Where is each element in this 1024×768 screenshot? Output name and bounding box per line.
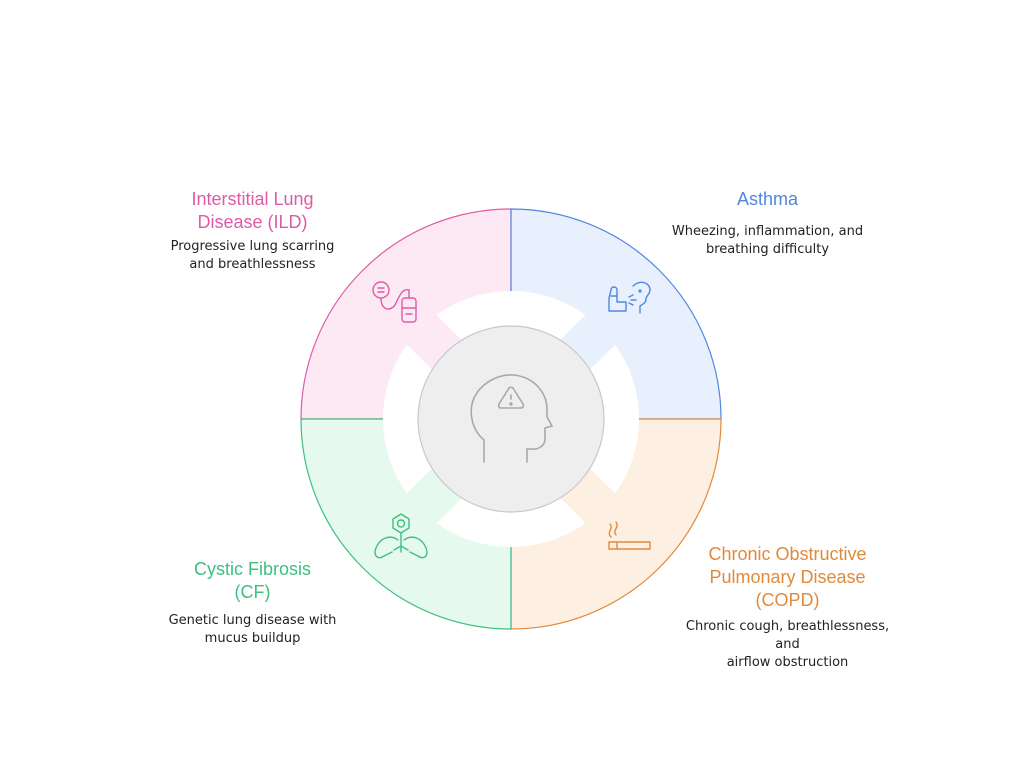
copd-description: Chronic cough, breathlessness, and airfl… <box>680 618 895 672</box>
copd-desc-line-2: and <box>775 637 800 652</box>
copd-title-line-2: Pulmonary Disease <box>709 567 866 587</box>
cigarette-icon <box>608 521 651 550</box>
cf-desc-line-1: Genetic lung disease with <box>168 613 337 628</box>
asthma-desc-line-2: breathing difficulty <box>705 242 830 257</box>
asthma-description: Wheezing, inflammation, and breathing di… <box>655 223 880 259</box>
asthma-title: Asthma <box>655 188 880 211</box>
lungs-cell-icon <box>374 513 428 559</box>
copd-label: Chronic Obstructive Pulmonary Disease (C… <box>680 543 895 672</box>
copd-title-line-3: (COPD) <box>755 590 820 610</box>
head-warning-icon <box>470 374 553 463</box>
cf-title: Cystic Fibrosis (CF) <box>145 558 360 604</box>
ild-desc-line-1: Progressive lung scarring <box>170 239 335 254</box>
cf-description: Genetic lung disease with mucus buildup <box>145 612 360 648</box>
copd-desc-line-3: airflow obstruction <box>726 655 849 670</box>
center-circle <box>417 325 605 513</box>
inner-ring <box>383 291 639 547</box>
inhaler-icon <box>608 281 651 314</box>
ild-title-line-1: Interstitial Lung <box>191 189 314 209</box>
cf-label: Cystic Fibrosis (CF) Genetic lung diseas… <box>145 558 360 648</box>
copd-desc-line-1: Chronic cough, breathlessness, <box>685 619 890 634</box>
inner-arc-top <box>436 291 586 341</box>
inner-arc-left <box>383 344 433 494</box>
inner-arc-right <box>589 344 639 494</box>
ild-desc-line-2: and breathlessness <box>189 257 316 272</box>
inner-arc-bottom <box>436 497 586 547</box>
copd-title: Chronic Obstructive Pulmonary Disease (C… <box>680 543 895 612</box>
ild-description: Progressive lung scarring and breathless… <box>140 238 365 274</box>
copd-title-line-1: Chronic Obstructive <box>708 544 867 564</box>
asthma-desc-line-1: Wheezing, inflammation, and <box>671 224 864 239</box>
asthma-title-line-1: Asthma <box>736 189 799 209</box>
ild-label: Interstitial Lung Disease (ILD) Progress… <box>140 188 365 274</box>
cf-title-line-1: Cystic Fibrosis <box>193 559 311 579</box>
oxygen-concentrator-icon <box>372 281 417 323</box>
ild-title-line-2: Disease (ILD) <box>197 212 308 232</box>
cf-title-line-2: (CF) <box>234 582 271 602</box>
asthma-label: Asthma Wheezing, inflammation, and breat… <box>655 188 880 259</box>
ild-title: Interstitial Lung Disease (ILD) <box>140 188 365 234</box>
cf-desc-line-2: mucus buildup <box>204 631 301 646</box>
